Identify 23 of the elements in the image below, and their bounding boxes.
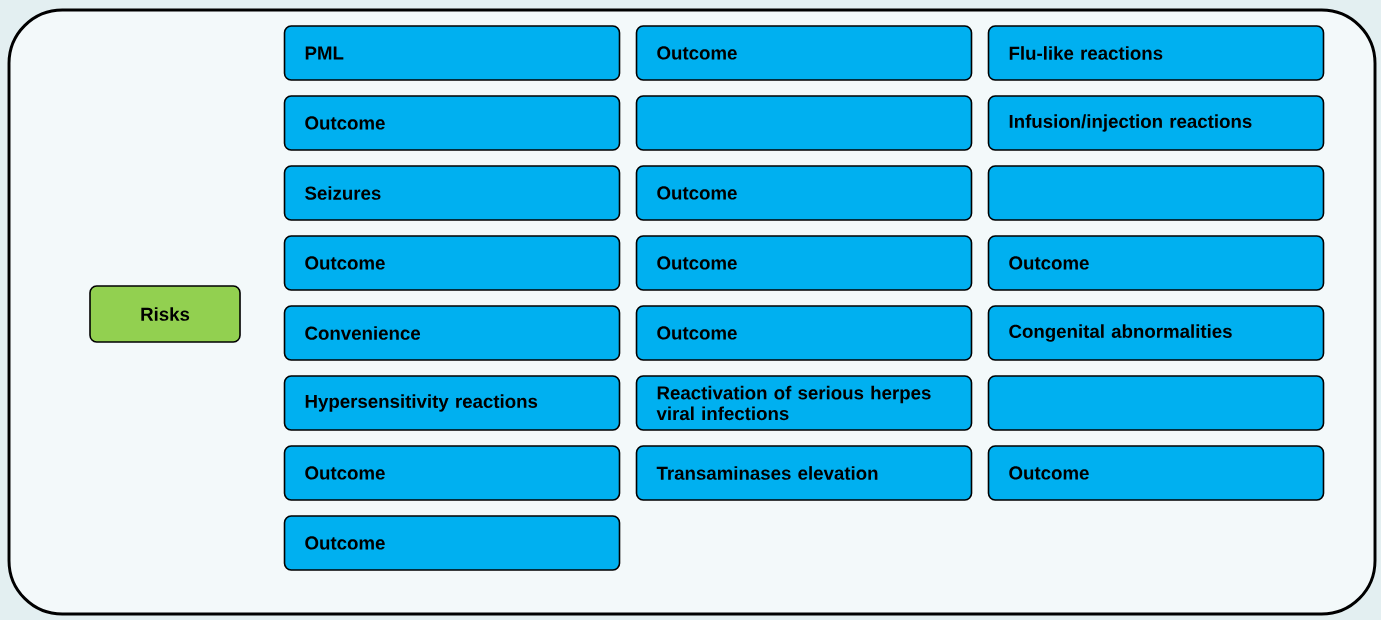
label-box: Outcome: [283, 515, 621, 571]
label-box: Outcome: [987, 445, 1325, 501]
label-box: Outcome: [283, 235, 621, 291]
label-box: Outcome: [987, 235, 1325, 291]
label-box: PML: [283, 25, 621, 81]
label-box: Convenience: [283, 305, 621, 361]
label-box: Reactivation of serious herpes viral infections: [635, 375, 973, 431]
label-box: Transaminases elevation: [635, 445, 973, 501]
label-box: Outcome: [635, 25, 973, 81]
label-box: Outcome: [283, 445, 621, 501]
label-box: Outcome: [635, 165, 973, 221]
empty-box: [635, 95, 973, 151]
label-box: Outcome: [635, 235, 973, 291]
label-box: Seizures: [283, 165, 621, 221]
label-box: Risks: [89, 285, 241, 343]
empty-box: [987, 165, 1325, 221]
label-box: Outcome: [283, 95, 621, 151]
label-box: Infusion/injection reactions: [987, 95, 1325, 151]
empty-box: [987, 375, 1325, 431]
label-box: Outcome: [635, 305, 973, 361]
label-box: Flu-like reactions: [987, 25, 1325, 81]
label-box: Hypersensitivity reactions: [283, 375, 621, 431]
label-box: Congenital abnormalities: [987, 305, 1325, 361]
